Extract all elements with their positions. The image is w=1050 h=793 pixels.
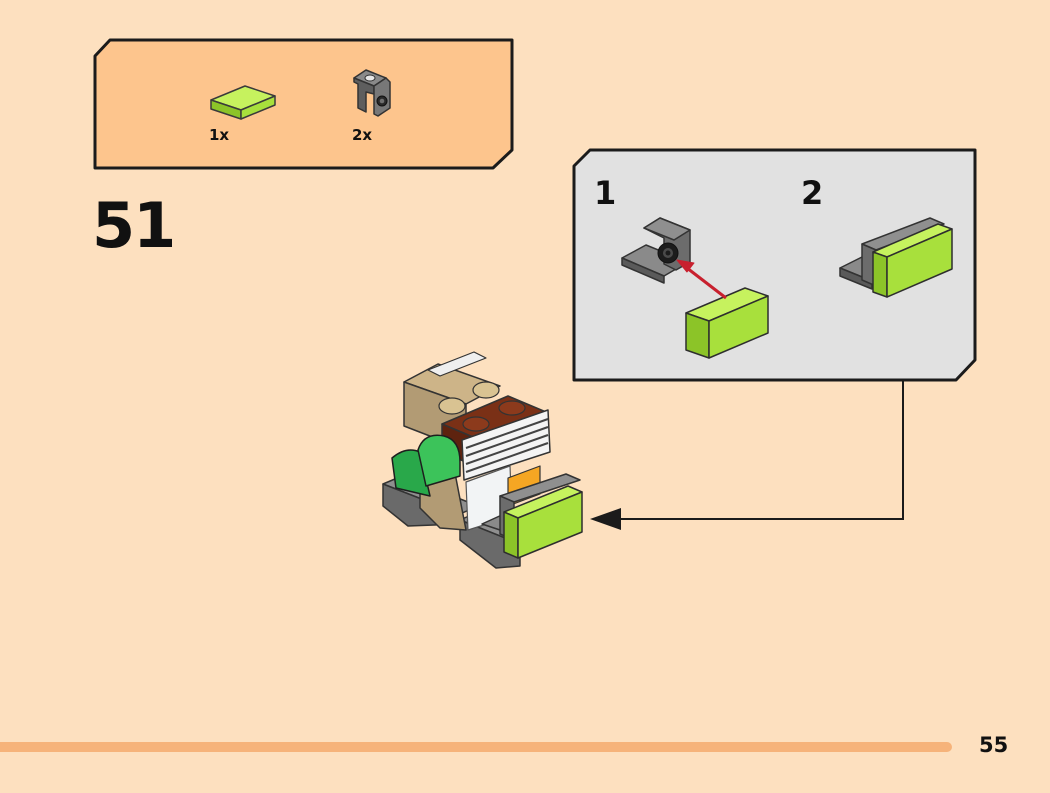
- part-quantity-label: 2x: [352, 126, 373, 144]
- substep-label: 1: [594, 174, 617, 212]
- part-quantity-label: 1x: [209, 126, 230, 144]
- page-progress-bar: [0, 742, 952, 752]
- substep-label: 2: [801, 174, 824, 212]
- page-number: 55: [979, 733, 1009, 757]
- step-number: 51: [92, 189, 176, 262]
